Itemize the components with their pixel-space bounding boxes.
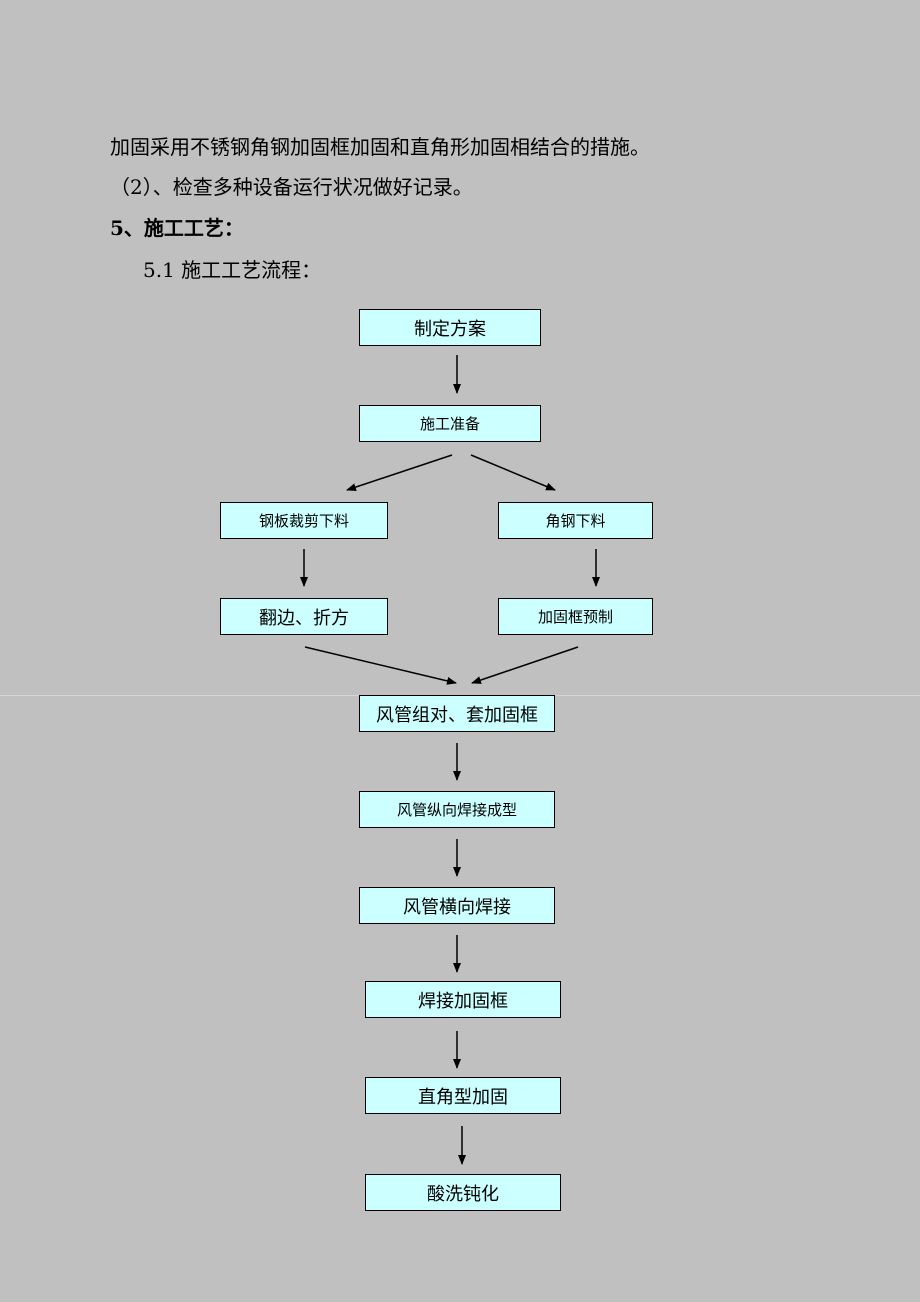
arrow-prep-to-angle-cut	[470, 454, 556, 491]
step-flanging-folding: 翻边、折方	[220, 598, 388, 635]
step-angle-cutting: 角钢下料	[498, 502, 653, 539]
step-plan: 制定方案	[359, 309, 541, 346]
paragraph-line-2: （2）、检查多种设备运行状况做好记录。	[110, 175, 473, 199]
step-preparation: 施工准备	[359, 405, 541, 442]
section-heading: 5、施工工艺：	[110, 216, 244, 240]
step-transverse-welding: 风管横向焊接	[359, 887, 555, 924]
arrow-prep-to-plate-cut	[346, 454, 453, 491]
step-frame-prefab: 加固框预制	[498, 598, 653, 635]
step-longitudinal-welding: 风管纵向焊接成型	[359, 791, 555, 828]
subsection-heading: 5.1 施工工艺流程：	[143, 258, 322, 282]
arrow-frame-to-assembly	[471, 646, 579, 684]
step-plate-cutting: 钢板裁剪下料	[220, 502, 388, 539]
step-weld-reinforcement-frame: 焊接加固框	[365, 981, 561, 1018]
step-right-angle-reinforcement: 直角型加固	[365, 1077, 561, 1114]
step-pickling-passivation: 酸洗钝化	[365, 1174, 561, 1211]
step-duct-assembly: 风管组对、套加固框	[359, 695, 555, 732]
paragraph-line-1: 加固采用不锈钢角钢加固框加固和直角形加固相结合的措施。	[110, 135, 650, 159]
arrow-fold-to-assembly	[304, 646, 457, 685]
